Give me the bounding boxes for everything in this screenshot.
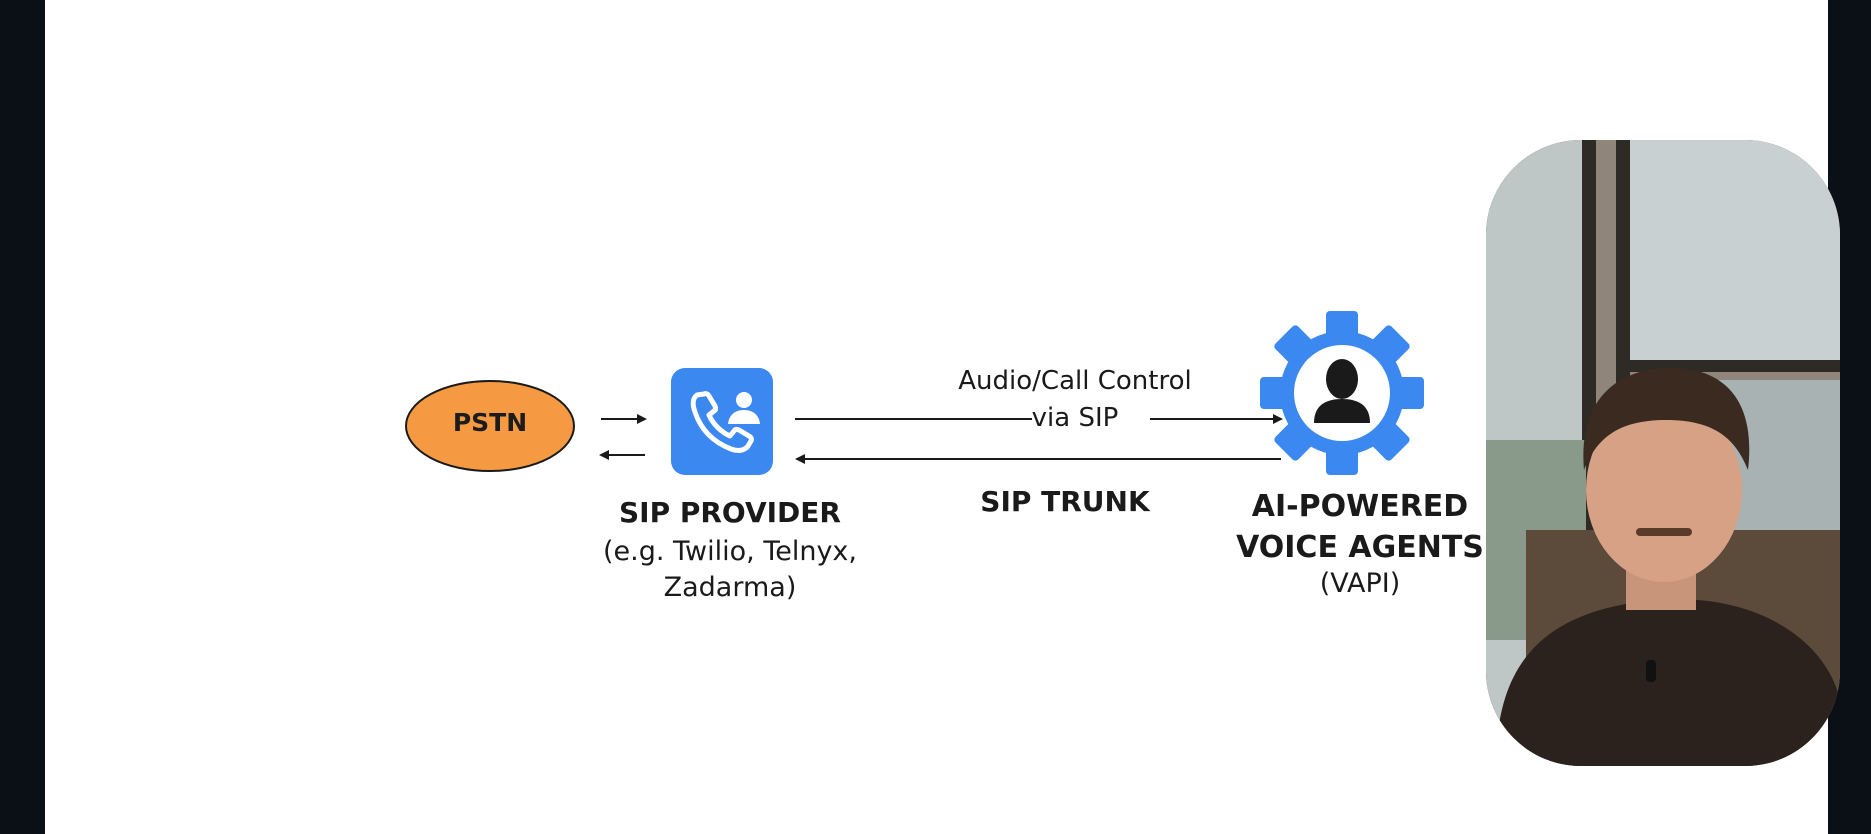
sip-provider-examples-line2: Zadarma) xyxy=(663,572,797,603)
webcam-scene xyxy=(1486,140,1840,766)
sip-provider-examples: (e.g. Twilio, Telnyx, Zadarma) xyxy=(585,534,875,606)
sip-provider-title: SIP PROVIDER xyxy=(618,496,841,529)
ai-agents-subtitle: (VAPI) xyxy=(1319,568,1401,599)
gear-person-icon xyxy=(1260,311,1424,475)
sip-provider-examples-line1: (e.g. Twilio, Telnyx, xyxy=(603,536,857,567)
ai-agents-title-line2: VOICE AGENTS xyxy=(1236,530,1484,565)
ai-agents-title-line1: AI-POWERED xyxy=(1251,489,1469,524)
link-top-label-line1: Audio/Call Control xyxy=(958,366,1192,396)
phone-contact-icon xyxy=(671,368,773,475)
link-top-label-line2: via SIP xyxy=(1031,403,1119,433)
ai-agents-title: AI-POWERED VOICE AGENTS xyxy=(1210,486,1510,568)
presenter-webcam-overlay xyxy=(1486,140,1840,766)
diagram-graphics xyxy=(405,311,1424,475)
sip-trunk-label: SIP TRUNK xyxy=(980,485,1150,518)
sip-architecture-diagram: PSTN SIP PROVIDER (e.g. Twilio, Telnyx, … xyxy=(45,0,1828,834)
pstn-node xyxy=(405,380,575,472)
pstn-label: PSTN xyxy=(452,408,528,437)
